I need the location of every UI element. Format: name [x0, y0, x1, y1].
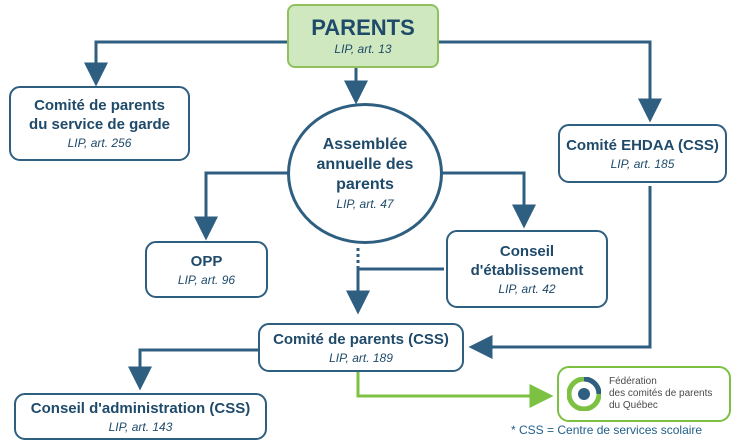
conseil-etab-title-line1: Conseil	[499, 242, 555, 260]
comite-css-ref: LIP, art. 189	[329, 350, 393, 365]
comite-ehdaa-ref: LIP, art. 185	[610, 156, 675, 171]
connector-ehdaa-to-comite-css	[468, 186, 652, 359]
assemblee-title-line1: Assemblée	[322, 136, 408, 153]
connector-conseil-etab-to-comite-css	[346, 267, 444, 315]
fcpq-name-line2: des comités de parents	[609, 388, 713, 399]
parents-ref: LIP, art. 13	[334, 41, 392, 56]
footnote: * CSS = Centre de services scolaire	[511, 423, 703, 437]
connector-assemblee-to-opp	[194, 171, 295, 241]
comite-ehdaa-title: Comité EHDAA (CSS)	[566, 136, 719, 154]
opp-ref: LIP, art. 96	[177, 272, 236, 287]
comite-garde-title-line1: Comité de parents	[34, 97, 165, 114]
conseil-admin-title: Conseil d'administration (CSS)	[30, 399, 251, 417]
connector-assemblee-to-conseil-etab	[420, 171, 536, 229]
assemblee-node: Assemblée annuelle des parents LIP, art.…	[287, 103, 443, 244]
conseil-admin-ref: LIP, art. 143	[108, 419, 173, 434]
assemblee-ref: LIP, art. 47	[336, 197, 394, 211]
opp-title: OPP	[190, 252, 223, 270]
conseil-administration-node: Conseil d'administration (CSS) LIP, art.…	[14, 393, 267, 440]
comite-ehdaa-node: Comité EHDAA (CSS) LIP, art. 185	[558, 124, 727, 183]
comite-garde-ref: LIP, art. 256	[67, 136, 132, 150]
parents-node: PARENTS LIP, art. 13	[287, 4, 439, 68]
connector-comite-css-to-conseil-admin	[128, 348, 258, 391]
opp-node: OPP LIP, art. 96	[145, 241, 268, 298]
connector-parents-to-garde	[84, 40, 294, 87]
fcpq-logo-box: Fédération des comités de parents du Qué…	[557, 366, 731, 422]
fcpq-logo-icon	[566, 376, 602, 412]
comite-garde-title-line2: du service de garde	[29, 116, 170, 133]
conseil-etab-title-line2: d'établissement	[470, 261, 584, 279]
assemblee-title-line3: parents	[336, 176, 394, 193]
connector-parents-to-ehdaa	[438, 40, 662, 123]
fcpq-name-line1: Fédération	[609, 376, 657, 387]
comite-garde-node: Comité de parents du service de garde LI…	[9, 86, 190, 161]
conseil-etab-ref: LIP, art. 42	[498, 281, 556, 296]
assemblee-title-line2: annuelle des	[316, 156, 414, 173]
fcpq-name-line3: du Québec	[609, 400, 658, 411]
connector-comite-css-to-fcpq	[356, 372, 554, 408]
comite-parents-css-node: Comité de parents (CSS) LIP, art. 189	[258, 323, 464, 372]
parents-title: PARENTS	[311, 14, 415, 40]
conseil-etablissement-node: Conseil d'établissement LIP, art. 42	[446, 230, 608, 308]
comite-css-title: Comité de parents (CSS)	[273, 330, 449, 348]
